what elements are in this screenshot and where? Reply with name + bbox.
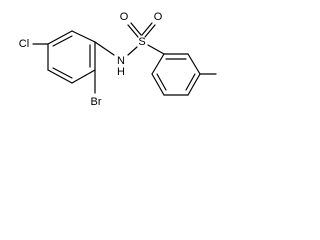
bond-ring1-b [71,30,96,43]
tolyl-ring [151,53,201,96]
bond-c-n [94,41,115,56]
bond-ring1-e [47,69,73,84]
bond-ring1-inner-1 [52,35,73,47]
bond-s-o-left-b [130,22,142,36]
chlorobromophenyl-ring [47,30,96,84]
bond-ring2-inner-2 [185,73,196,91]
atom-label-o-left: O [120,11,129,23]
bond-s-c [147,44,165,55]
atom-label-cl: Cl [19,38,29,50]
bond-ring2-inner-3 [156,73,167,91]
sulfonyl-oxygens [127,22,156,38]
chemical-structure: Cl Br N H S O O [19,11,217,108]
bond-ring2-c [187,73,201,96]
bond-ring1-d [71,69,96,84]
atom-label-h: H [117,66,125,78]
bond-ring2-e [151,73,165,96]
bond-s-o-right-b [141,22,153,36]
atom-label-o-right: O [154,11,163,23]
bond-ring2-f [151,53,165,75]
bond-s-o-right-a [144,24,156,38]
bond-ring1-inner-3 [52,67,73,79]
atom-label-br: Br [91,96,102,108]
bond-ring1-a [47,30,73,45]
bond-s-o-left-a [127,24,139,38]
atom-label-n: N [117,55,125,67]
bond-ring2-b [187,53,201,75]
atom-label-s: S [138,36,145,48]
bond-n-s [127,46,138,56]
